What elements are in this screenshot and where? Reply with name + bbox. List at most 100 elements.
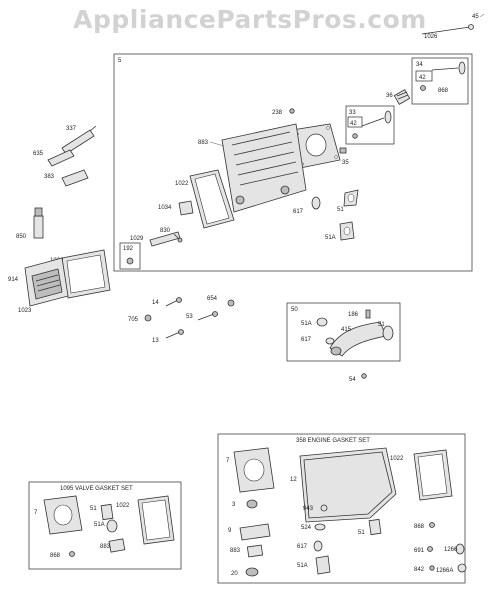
valve-spring-part[interactable] bbox=[393, 89, 411, 105]
egs-seal-20-part[interactable] bbox=[245, 567, 259, 577]
watermark: AppliancePartsPros.com bbox=[73, 5, 427, 34]
group-label-358: 358 ENGINE GASKET SET bbox=[296, 438, 370, 444]
screw-54-part[interactable] bbox=[361, 373, 367, 379]
egs-o-ring-1266-part[interactable] bbox=[455, 543, 465, 555]
intake-gasket-51A-b-part[interactable] bbox=[316, 317, 328, 327]
nut-654-part[interactable] bbox=[227, 299, 235, 307]
part-label-830: 830 bbox=[160, 228, 171, 234]
egs-gasket-883-part[interactable] bbox=[246, 544, 264, 558]
part-label-54: 54 bbox=[349, 377, 356, 383]
part-label-51A: 51A bbox=[325, 235, 336, 241]
nut-705-part[interactable] bbox=[144, 314, 152, 322]
intake-gasket-51A-part[interactable] bbox=[339, 221, 355, 241]
vgs-gasket-51A-part[interactable] bbox=[106, 519, 118, 533]
vgs-keeper-part[interactable] bbox=[69, 551, 75, 557]
group-box-33 bbox=[345, 105, 395, 145]
egs-gasket-9-part[interactable] bbox=[239, 523, 271, 541]
egs-o-ring-617-part[interactable] bbox=[313, 540, 323, 552]
egs-seal-943-part[interactable] bbox=[320, 504, 328, 512]
rocker-cover-gasket-part[interactable] bbox=[189, 169, 235, 229]
screw-238-part[interactable] bbox=[289, 108, 295, 114]
part-label-635: 635 bbox=[33, 151, 44, 157]
part-label-1029: 1029 bbox=[130, 236, 144, 242]
part-label-1026: 1026 bbox=[424, 34, 438, 40]
egs-label-12: 12 bbox=[290, 477, 297, 483]
part-label-238: 238 bbox=[272, 110, 283, 116]
part-label-1034: 1034 bbox=[158, 205, 172, 211]
vgs-label-51: 51 bbox=[90, 506, 97, 512]
part-label-914: 914 bbox=[8, 277, 19, 283]
vgs-gasket-51-part[interactable] bbox=[100, 503, 114, 521]
group-box-358 bbox=[217, 433, 466, 584]
egs-cover-gasket-part[interactable] bbox=[413, 449, 453, 501]
egs-gasket-51A-part[interactable] bbox=[315, 555, 331, 575]
egs-label-51: 51 bbox=[358, 530, 365, 536]
valve-keeper-part[interactable] bbox=[420, 85, 426, 91]
vgs-label-51A: 51A bbox=[94, 522, 105, 528]
part-label-337: 337 bbox=[66, 126, 77, 132]
intake-label-186: 186 bbox=[348, 312, 359, 318]
part-label-36: 36 bbox=[386, 93, 393, 99]
valve-keeper-part-b[interactable] bbox=[352, 133, 358, 139]
egs-label-51A: 51A bbox=[297, 563, 308, 569]
egs-crankcase-gasket-part[interactable] bbox=[299, 447, 397, 523]
valve-seal-part[interactable] bbox=[339, 147, 347, 154]
spark-plug-boot-part[interactable] bbox=[47, 149, 75, 167]
part-label-35: 35 bbox=[342, 160, 349, 166]
egs-label-524: 524 bbox=[301, 525, 312, 531]
vgs-cover-gasket-part[interactable] bbox=[137, 495, 175, 545]
group-label-33: 33 bbox=[349, 110, 356, 116]
cylinder-head-part[interactable] bbox=[221, 123, 307, 213]
intake-label-51: 51 bbox=[378, 322, 385, 328]
breather-tube-part[interactable] bbox=[149, 231, 181, 247]
part-label-705: 705 bbox=[128, 317, 139, 323]
ignition-coil-part[interactable] bbox=[61, 169, 89, 187]
part-label-51: 51 bbox=[337, 207, 344, 213]
egs-gasket-51-part[interactable] bbox=[368, 518, 382, 536]
part-label-53: 53 bbox=[186, 314, 193, 320]
intake-label-51A: 51A bbox=[301, 321, 312, 327]
group-label-50: 50 bbox=[291, 307, 298, 313]
fitting-186-part[interactable] bbox=[365, 309, 371, 319]
stud-13-part[interactable] bbox=[165, 329, 184, 339]
intake-label-617: 617 bbox=[301, 337, 312, 343]
group-label-192: 192 bbox=[123, 246, 134, 252]
part-label-13: 13 bbox=[152, 338, 159, 344]
egs-head-gasket-part[interactable] bbox=[233, 447, 275, 493]
vgs-label-7: 7 bbox=[34, 510, 38, 516]
o-ring-617-part[interactable] bbox=[311, 196, 321, 210]
group-box-34 bbox=[411, 57, 469, 105]
egs-label-1266: 1266 bbox=[444, 547, 458, 553]
intake-valve-part[interactable] bbox=[361, 110, 392, 127]
egs-seal-691-part[interactable] bbox=[427, 546, 433, 552]
egs-seal-842-part[interactable] bbox=[429, 565, 435, 571]
egs-o-ring-524-part[interactable] bbox=[314, 523, 326, 531]
egs-label-20: 20 bbox=[231, 571, 238, 577]
exhaust-valve-part[interactable] bbox=[431, 61, 466, 75]
screw-830-part[interactable] bbox=[173, 233, 183, 243]
part-label-14: 14 bbox=[152, 300, 159, 306]
valve-cover-gasket-part[interactable] bbox=[61, 249, 111, 299]
valve-cover-part[interactable] bbox=[24, 257, 69, 307]
part-label-850: 850 bbox=[16, 234, 27, 240]
egs-keeper-part[interactable] bbox=[429, 522, 435, 528]
intake-gasket-part[interactable] bbox=[343, 189, 359, 207]
sub-box-42a bbox=[415, 70, 433, 82]
stud-14-part[interactable] bbox=[165, 297, 182, 307]
intake-gasket-51-b-part[interactable] bbox=[382, 325, 394, 341]
group-label-5: 5 bbox=[118, 58, 122, 64]
breather-cover-part[interactable] bbox=[178, 200, 194, 216]
part-label-654: 654 bbox=[207, 296, 218, 302]
egs-seal-3-part[interactable] bbox=[246, 499, 258, 509]
part-label-42b: 42 bbox=[350, 121, 357, 127]
vgs-label-1022: 1022 bbox=[116, 503, 130, 509]
vgs-head-gasket-part[interactable] bbox=[43, 495, 83, 535]
egs-label-883: 883 bbox=[230, 548, 241, 554]
pushrod-part[interactable] bbox=[421, 24, 474, 35]
vgs-breather-gasket-part[interactable] bbox=[108, 538, 126, 553]
o-ring-617-b-part[interactable] bbox=[325, 337, 335, 345]
breather-valve-part[interactable] bbox=[126, 257, 134, 265]
stud-53-part[interactable] bbox=[197, 311, 218, 321]
sealant-tube-part[interactable] bbox=[33, 207, 44, 239]
egs-o-ring-1266A-part[interactable] bbox=[457, 563, 467, 573]
